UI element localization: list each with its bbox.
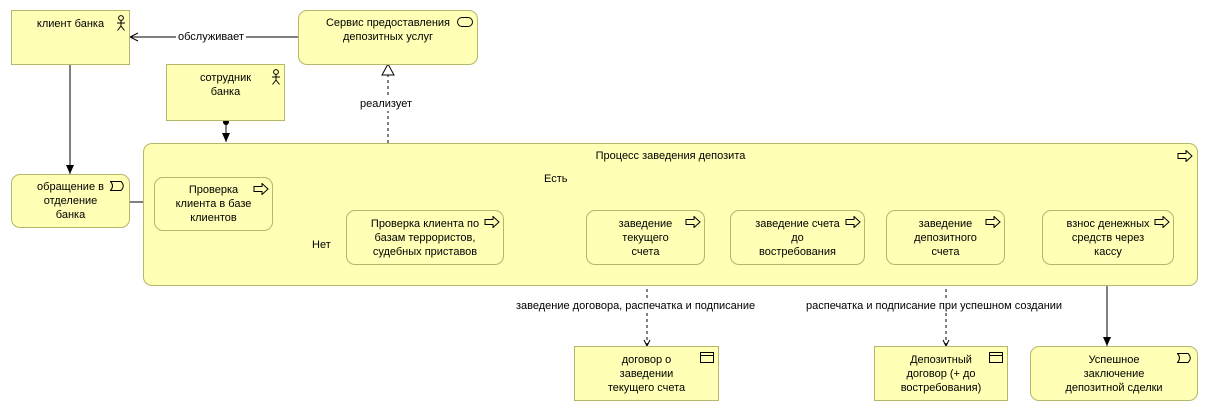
event-success-label: Успешное заключение депозитной сделки: [1065, 354, 1163, 394]
process-group-title: Процесс заведения депозита: [595, 150, 746, 162]
edge-label-yes: Есть: [542, 172, 570, 186]
object-contract-deposit-label: Депозитный договор (+ до востребования): [900, 354, 982, 394]
event-request-label: обращение в отделение банка: [37, 181, 104, 221]
service-icon: [457, 17, 473, 27]
process-demand-account-label: заведение счета до востребования: [755, 218, 840, 258]
service-deposit[interactable]: Сервис предоставления депозитных услуг: [298, 10, 478, 65]
edge-label-print-note: распечатка и подписание при успешном соз…: [804, 299, 1065, 313]
process-check-terror-label: Проверка клиента по базам террористов, с…: [370, 218, 480, 258]
business-object-icon: [989, 352, 1003, 363]
event-success[interactable]: Успешное заключение депозитной сделки: [1030, 346, 1198, 401]
process-arrow-icon: [985, 216, 1001, 228]
actor-icon: [272, 69, 280, 85]
edge-label-contract-note: заведение договора, распечатка и подписа…: [514, 299, 758, 313]
process-check-terror[interactable]: Проверка клиента по базам террористов, с…: [346, 210, 504, 265]
process-arrow-icon: [253, 183, 269, 195]
actor-icon: [117, 15, 125, 31]
edge-label-serves: обслуживает: [176, 30, 246, 44]
event-icon: [110, 181, 124, 191]
object-contract-deposit[interactable]: Депозитный договор (+ до востребования): [874, 346, 1008, 401]
process-arrow-icon: [1177, 150, 1193, 162]
edge-label-realizes: реализует: [358, 97, 415, 111]
actor-client-label: клиент банка: [36, 18, 105, 30]
process-check-base[interactable]: Проверка клиента в базе клиентов: [154, 177, 273, 231]
actor-employee-label: сотрудник банка: [199, 72, 252, 98]
object-contract-current-label: договор о заведении текущего счета: [607, 354, 686, 394]
object-contract-current[interactable]: договор о заведении текущего счета: [574, 346, 719, 401]
event-request[interactable]: обращение в отделение банка: [11, 174, 130, 228]
process-current-account[interactable]: заведение текущего счета: [586, 210, 705, 265]
process-arrow-icon: [1154, 216, 1170, 228]
process-arrow-icon: [845, 216, 861, 228]
process-check-base-label: Проверка клиента в базе клиентов: [175, 184, 252, 224]
process-cash-deposit-label: взнос денежных средств через кассу: [1066, 218, 1150, 258]
process-deposit-account[interactable]: заведение депозитного счета: [886, 210, 1005, 265]
process-demand-account[interactable]: заведение счета до востребования: [730, 210, 865, 265]
process-arrow-icon: [484, 216, 500, 228]
business-object-icon: [700, 352, 714, 363]
event-icon: [1177, 353, 1191, 363]
process-current-account-label: заведение текущего счета: [618, 218, 673, 258]
process-arrow-icon: [685, 216, 701, 228]
process-cash-deposit[interactable]: взнос денежных средств через кассу: [1042, 210, 1174, 265]
actor-employee[interactable]: сотрудник банка: [166, 64, 285, 121]
edge-label-no: Нет: [310, 238, 333, 252]
actor-client[interactable]: клиент банка: [11, 10, 130, 65]
process-deposit-account-label: заведение депозитного счета: [914, 218, 977, 258]
realization-triangle: [381, 62, 395, 76]
service-deposit-label: Сервис предоставления депозитных услуг: [325, 17, 451, 43]
